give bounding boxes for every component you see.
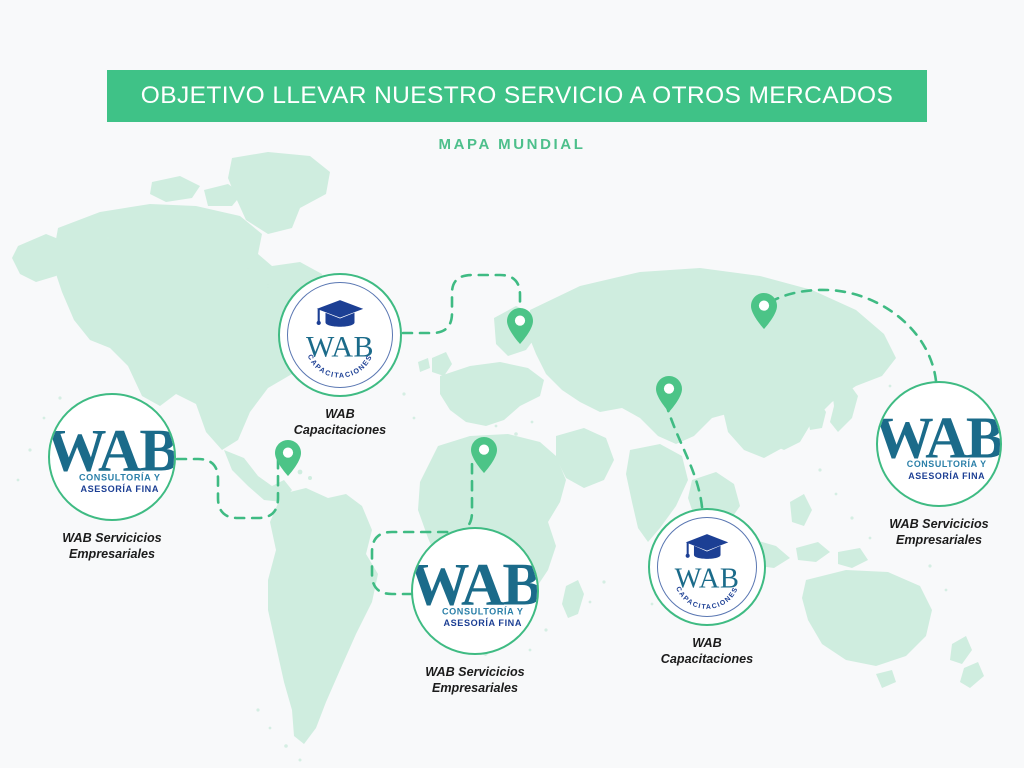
node-caption: WAB Servicicios Empresariales	[62, 531, 162, 562]
svg-text:CONSULTORÍA Y: CONSULTORÍA Y	[79, 472, 161, 482]
svg-text:CONSULTORÍA Y: CONSULTORÍA Y	[907, 459, 987, 469]
logo-badge-servicios[interactable]: WAB CONSULTORÍA Y ASESORÍA FINA	[48, 393, 176, 521]
node-servicios-west[interactable]: WAB CONSULTORÍA Y ASESORÍA FINA WAB Serv…	[48, 393, 176, 562]
node-caption: WAB Servicicios Empresariales	[889, 517, 989, 548]
logo-badge-capacitaciones[interactable]: WAB CAPACITACIONES	[648, 508, 766, 626]
node-caption: WAB Capacitaciones	[293, 407, 387, 438]
node-caption: WAB Servicicios Empresariales	[425, 665, 525, 696]
logo-badge-servicios[interactable]: WAB CONSULTORÍA Y ASESORÍA FINA	[876, 381, 1002, 507]
pin-south-asia[interactable]	[655, 375, 683, 413]
pin-europe[interactable]	[506, 307, 534, 345]
wab-servicios-logo: WAB CONSULTORÍA Y ASESORÍA FINA	[878, 405, 1000, 481]
page-title: OBJETIVO LLEVAR NUESTRO SERVICIO A OTROS…	[140, 82, 894, 109]
node-capacitaciones-north-america[interactable]: WAB CAPACITACIONES WAB Capacitaciones	[278, 273, 402, 438]
svg-text:ASESORÍA FINA: ASESORÍA FINA	[81, 484, 159, 494]
svg-text:CONSULTORÍA Y: CONSULTORÍA Y	[442, 606, 524, 616]
svg-text:WAB: WAB	[413, 551, 537, 618]
pin-africa[interactable]	[470, 436, 498, 474]
node-caption: WAB Capacitaciones	[660, 636, 754, 667]
svg-text:WAB: WAB	[878, 405, 1000, 471]
page-subtitle: MAPA MUNDIAL	[438, 136, 586, 153]
node-capacitaciones-oceania[interactable]: WAB CAPACITACIONES WAB Capacitaciones	[648, 508, 766, 667]
logo-badge-capacitaciones[interactable]: WAB CAPACITACIONES	[278, 273, 402, 397]
wab-servicios-logo: WAB CONSULTORÍA Y ASESORÍA FINA	[50, 417, 174, 494]
inner-ring	[287, 282, 393, 388]
svg-text:WAB: WAB	[50, 417, 174, 484]
node-servicios-east[interactable]: WAB CONSULTORÍA Y ASESORÍA FINA WAB Serv…	[876, 381, 1002, 548]
node-servicios-south[interactable]: WAB CONSULTORÍA Y ASESORÍA FINA WAB Serv…	[411, 527, 539, 696]
inner-ring	[657, 517, 757, 617]
logo-badge-servicios[interactable]: WAB CONSULTORÍA Y ASESORÍA FINA	[411, 527, 539, 655]
wab-servicios-logo: WAB CONSULTORÍA Y ASESORÍA FINA	[413, 551, 537, 628]
pin-south-america[interactable]	[274, 439, 302, 477]
title-banner: OBJETIVO LLEVAR NUESTRO SERVICIO A OTROS…	[107, 70, 927, 122]
pin-east-asia[interactable]	[750, 292, 778, 330]
svg-text:ASESORÍA FINA: ASESORÍA FINA	[444, 618, 522, 628]
svg-text:ASESORÍA FINA: ASESORÍA FINA	[908, 471, 985, 481]
